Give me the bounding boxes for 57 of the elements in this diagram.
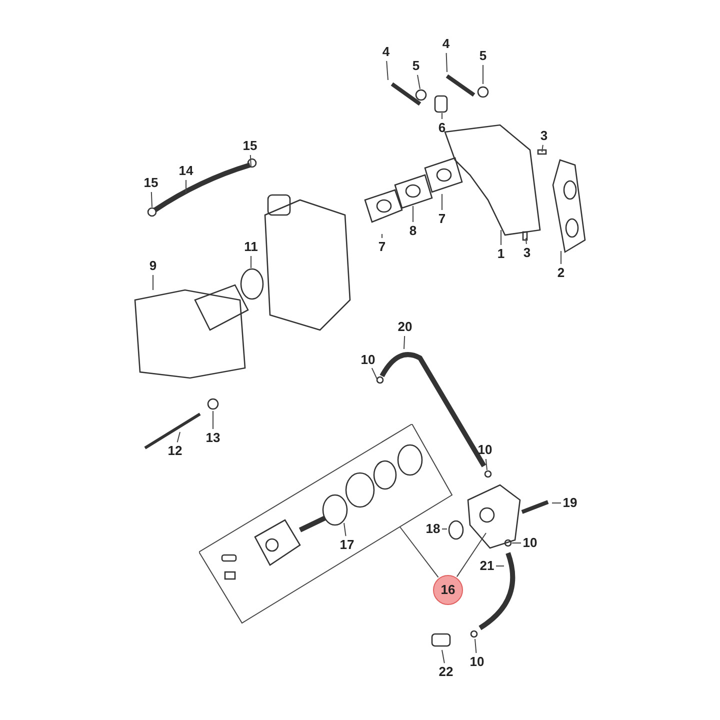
leader-line xyxy=(412,206,414,222)
callout-number: 4 xyxy=(442,37,450,51)
callout-number: 10 xyxy=(522,536,538,550)
leader-line xyxy=(386,60,388,80)
callout-number: 11 xyxy=(244,240,258,254)
callout-number: 1 xyxy=(497,247,505,261)
leader-line xyxy=(344,522,346,537)
callout-number: 17 xyxy=(340,538,354,552)
leader-line xyxy=(446,52,448,72)
leader-line xyxy=(442,650,445,664)
leader-line xyxy=(542,144,544,152)
callout-number: 15 xyxy=(144,176,158,190)
leader-line xyxy=(456,532,486,578)
callout-number: 6 xyxy=(438,121,446,135)
leader-line xyxy=(250,256,252,268)
callout-number: 8 xyxy=(409,224,417,238)
leader-line xyxy=(500,230,502,246)
callout-number: 10 xyxy=(478,443,492,457)
leader-line xyxy=(526,238,527,244)
leader-line xyxy=(400,526,439,578)
leader-line xyxy=(485,458,488,470)
leader-line xyxy=(512,542,522,544)
leader-line xyxy=(371,368,378,380)
leader-line xyxy=(482,64,484,84)
callout-number: 3 xyxy=(540,129,548,143)
callout-number: 14 xyxy=(178,164,194,178)
leader-line xyxy=(152,274,154,290)
callout-number: 20 xyxy=(398,320,412,334)
leader-line xyxy=(560,250,562,264)
callout-number: 13 xyxy=(206,431,220,445)
callout-number: 5 xyxy=(412,59,420,73)
highlighted-callout-number: 16 xyxy=(433,575,463,605)
callout-number: 10 xyxy=(470,655,484,669)
callout-number: 10 xyxy=(360,353,376,367)
leader-line xyxy=(474,638,477,654)
callout-number: 2 xyxy=(557,266,565,280)
callout-number: 19 xyxy=(562,496,578,510)
leader-line xyxy=(552,502,562,504)
leader-line xyxy=(417,74,420,90)
callout-number: 22 xyxy=(438,665,454,679)
callout-number: 5 xyxy=(479,49,487,63)
callout-number: 7 xyxy=(438,212,446,226)
callout-number: 21 xyxy=(480,559,494,573)
kit-outline xyxy=(199,424,453,624)
leader-line xyxy=(150,192,152,208)
callout-number: 9 xyxy=(149,259,157,273)
callout-number: 7 xyxy=(378,240,386,254)
callout-number: 12 xyxy=(168,444,182,458)
callout-number: 3 xyxy=(523,246,531,260)
leader-line xyxy=(404,336,406,350)
callout-number: 4 xyxy=(382,45,390,59)
leader-line xyxy=(442,528,448,530)
callout-number: 18 xyxy=(426,522,440,536)
leader-line xyxy=(212,410,214,430)
leader-line xyxy=(176,432,180,443)
callout-number: 15 xyxy=(242,139,258,153)
leader-line xyxy=(250,154,252,168)
